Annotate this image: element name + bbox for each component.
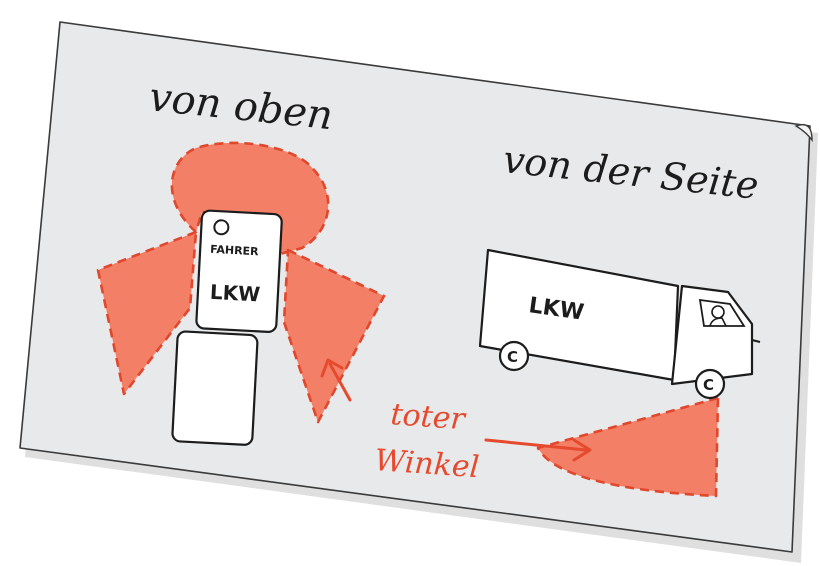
arrow-to-side-view-head — [572, 438, 592, 462]
blind-spot-left — [96, 230, 198, 396]
wheel-rear — [498, 340, 530, 372]
driver-label: FAHRER — [210, 243, 260, 259]
driver-head-icon — [711, 305, 725, 319]
cab-mirror — [751, 339, 761, 343]
wheel-rear-hub: C — [507, 348, 518, 366]
truck-side-view: LKW C C — [478, 248, 761, 400]
annotation-line1: toter — [389, 397, 467, 437]
wheel-front — [694, 368, 726, 400]
blind-spot-side — [536, 396, 720, 498]
wheel-front-hub: C — [703, 376, 714, 394]
blind-spot-right — [282, 248, 386, 424]
top-view-blind-spots — [96, 141, 386, 424]
blind-spot-annotation: toter Winkel — [320, 358, 592, 485]
driver-marker-icon — [213, 219, 230, 236]
blind-spot-front — [170, 141, 330, 256]
annotation-line2: Winkel — [373, 443, 480, 485]
driver-body-icon — [709, 317, 727, 327]
arrow-to-top-view-head — [320, 358, 344, 378]
truck-top-view: FAHRER LKW — [171, 209, 283, 446]
truck-top-cab — [195, 209, 283, 333]
card-corner-curl — [794, 123, 813, 143]
truck-top-label: LKW — [209, 280, 260, 307]
arrow-to-top-view — [328, 362, 352, 402]
arrow-to-side-view — [484, 438, 588, 452]
truck-top-trailer — [171, 330, 259, 446]
